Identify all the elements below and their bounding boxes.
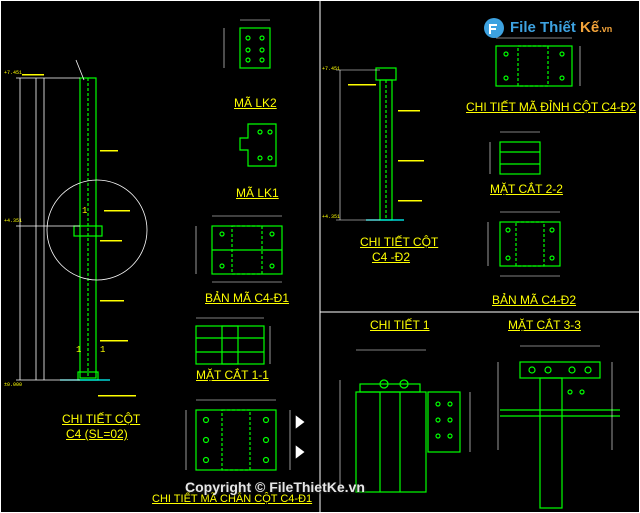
column-c4 — [60, 77, 110, 381]
plate-c4-d2 — [499, 221, 561, 267]
title-ban-ma-c4-d1: BẢN MÃ C4-Đ1 — [205, 291, 290, 305]
title-mat-cat-2-2: MẶT CẮT 2-2 — [490, 182, 563, 196]
elevation-d2-top: +7.451 — [322, 66, 341, 72]
title-chi-tiet-ma-dinh-cot: CHI TIẾT MÃ ĐỈNH CỘT C4-Đ2 — [466, 100, 637, 114]
title-chi-tiet-ma-chan-cot: CHI TIẾT MÃ CHÂN CỘT C4-Đ1 — [152, 493, 313, 505]
column-c4-dimlines — [16, 59, 148, 381]
section-3-3 — [500, 361, 620, 509]
section-2-2 — [499, 141, 541, 175]
copyright-watermark: Copyright © FileThietKe.vn — [185, 479, 365, 495]
top-plate-detail — [495, 45, 573, 87]
elevation-mid: +4.351 — [4, 218, 23, 224]
section-mark: 1 — [76, 345, 82, 355]
title-mat-cat-1-1: MẶT CẮT 1-1 — [196, 368, 269, 382]
elevation-top: +7.451 — [4, 70, 23, 76]
title-ma-lk1: MÃ LK1 — [236, 186, 279, 200]
title-ban-ma-c4-d2: BẢN MÃ C4-Đ2 — [492, 293, 577, 307]
title-chi-tiet-1: CHI TIẾT 1 — [370, 318, 430, 332]
elevation-base: ±0.000 — [4, 382, 23, 388]
plate-lk1 — [239, 123, 277, 167]
detail-1 — [355, 379, 461, 493]
plate-c4-d1 — [211, 225, 283, 275]
section-mark: 1 — [100, 345, 106, 355]
title-chi-tiet-cot-d2-sub: C4 -Đ2 — [372, 250, 411, 264]
title-chi-tiet-cot-c4: CHI TIẾT CỘT — [62, 412, 141, 426]
logo-icon — [484, 18, 504, 38]
column-d2 — [366, 67, 404, 221]
elevation-d2-base: +4.351 — [322, 214, 341, 220]
title-chi-tiet-cot-c4-sl: C4 (SL=02) — [66, 427, 128, 441]
filethietke-logo: File Thiết Kế.vn — [482, 16, 632, 42]
logo-text: File Thiết Kế.vn — [510, 19, 613, 36]
title-ma-lk2: MÃ LK2 — [234, 96, 277, 110]
base-plate-detail — [195, 409, 277, 471]
title-mat-cat-3-3: MẶT CẮT 3-3 — [508, 318, 581, 332]
title-chi-tiet-cot-d2: CHI TIẾT CỘT — [360, 235, 439, 249]
section-mark: 1 — [82, 206, 88, 216]
section-1-1 — [195, 325, 265, 365]
plate-lk2 — [239, 27, 271, 69]
column-c4-leaders — [22, 74, 136, 397]
